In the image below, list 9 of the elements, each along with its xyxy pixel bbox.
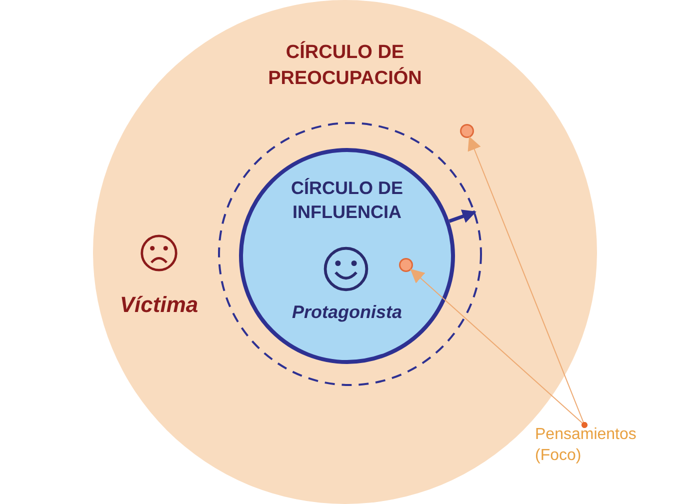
arrow	[448, 210, 476, 223]
leader-line	[410, 268, 588, 428]
circle-title: CÍRCULO DE INFLUENCIA	[290, 177, 404, 224]
inner-circle	[239, 148, 455, 364]
dashed-circle	[218, 122, 482, 386]
note-text: Pensamientos (Foco)	[535, 425, 645, 469]
role-label: Protagonista	[290, 301, 403, 324]
circle-title: CÍRCULO DE PREOCUPACIÓN	[267, 40, 423, 91]
role-label: Víctima	[118, 291, 200, 319]
